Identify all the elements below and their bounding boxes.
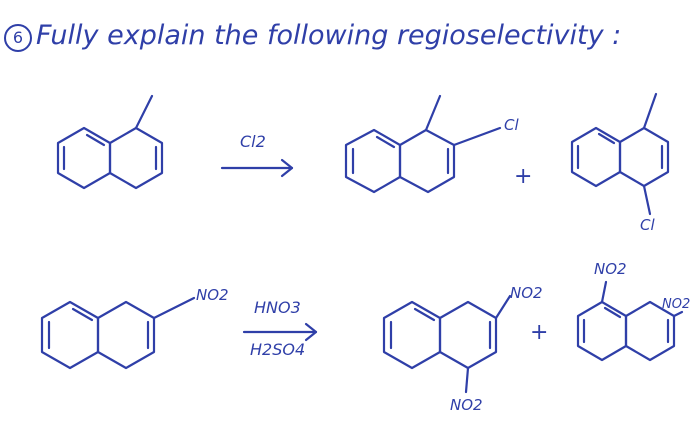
product-1a-cl-label: Cl xyxy=(504,116,519,134)
product-1b-chloro xyxy=(570,92,670,216)
product-2a-no2-bottom-label: NO2 xyxy=(450,396,483,414)
product-2a-no2-top-label: NO2 xyxy=(510,284,543,302)
product-2b-no2-right-label: NO2 xyxy=(662,297,691,312)
product-2b-dinitro xyxy=(576,280,684,362)
reaction-2-reagent-top: HNO3 xyxy=(254,298,301,317)
product-2a-dinitro xyxy=(382,294,512,394)
reaction-2-reagent-bottom: H2SO4 xyxy=(250,340,306,359)
reactant-2-nitronaphthalene xyxy=(40,296,196,370)
reaction-2-plus: + xyxy=(530,320,549,345)
question-text: Fully explain the following regioselecti… xyxy=(36,20,622,51)
product-1a-chloro xyxy=(344,94,502,194)
reaction-1-arrow xyxy=(220,158,294,178)
reaction-1-reagent: Cl2 xyxy=(240,132,266,151)
question-number-badge: 6 xyxy=(4,24,32,52)
reaction-1-plus: + xyxy=(514,164,533,189)
product-2b-no2-top-label: NO2 xyxy=(594,260,627,278)
product-1b-cl-label: Cl xyxy=(640,216,655,234)
reactant-1-methylnaphthalene xyxy=(56,94,164,190)
reactant-2-no2-label: NO2 xyxy=(196,286,229,304)
reaction-2-arrow xyxy=(242,322,318,342)
